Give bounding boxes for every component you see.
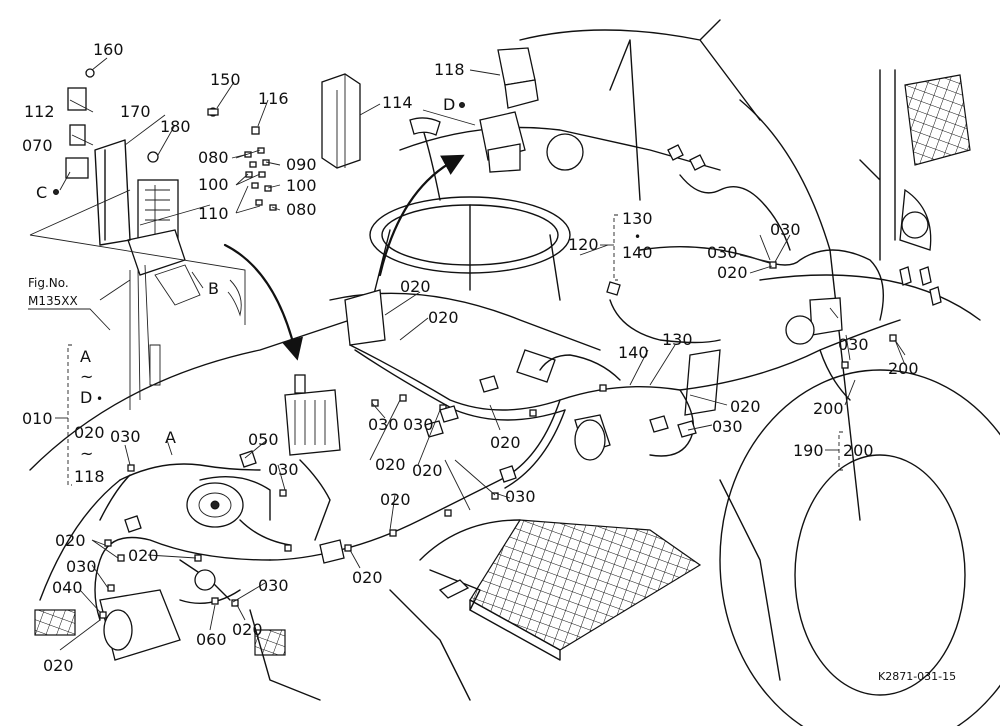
dash-range-dot: •: [634, 230, 641, 244]
callout-020-m2: 020: [428, 308, 459, 327]
callout-200-a: 200: [888, 359, 919, 378]
callout-160: 160: [93, 40, 124, 59]
range-tilde-2: ~: [80, 444, 93, 463]
callout-130-b: 130: [662, 330, 693, 349]
range-bracket-190-200: [825, 431, 843, 471]
callout-030-r3: 030: [712, 417, 743, 436]
callout-130-a: 130: [622, 209, 653, 228]
callout-020-r1: 020: [717, 263, 748, 282]
range-bracket-130-140: [600, 214, 618, 281]
callout-020-m6: 020: [380, 490, 411, 509]
callout-116: 116: [258, 89, 289, 108]
callout-030-l2: 030: [66, 557, 97, 576]
callout-070: 070: [22, 136, 53, 155]
leader-lines: [59, 57, 906, 651]
engine-block: [99, 475, 271, 661]
callout-030-m4: 030: [505, 487, 536, 506]
callout-180: 180: [160, 117, 191, 136]
figure-reference: Fig.No. M135XX: [28, 276, 111, 331]
tractor-body: [29, 19, 1000, 726]
callout-200-b: 200: [813, 399, 844, 418]
range-to: D: [80, 388, 92, 407]
detail-letters: C B D A: [36, 95, 465, 447]
callout-200-c: 200: [843, 441, 874, 460]
callout-100-b: 100: [286, 176, 317, 195]
callout-020-r2: 020: [730, 397, 761, 416]
callout-030-r2: 030: [707, 243, 738, 262]
callout-030-ra: 030: [838, 335, 869, 354]
callout-080-b: 080: [286, 200, 317, 219]
callout-090: 090: [286, 155, 317, 174]
callout-020-m8: 020: [232, 620, 263, 639]
range-dot: •: [96, 392, 103, 406]
relay-bracket-170: [65, 68, 219, 246]
callout-030-r1: 030: [770, 220, 801, 239]
wiring-harness: [94, 174, 901, 621]
callout-170: 170: [120, 102, 151, 121]
callout-010: 010: [22, 409, 53, 428]
callout-112: 112: [24, 102, 55, 121]
callout-080-a: 080: [198, 148, 229, 167]
callout-labels: 160 150 116 114 118 112 170 180 070 080 …: [22, 40, 919, 675]
detail-letter-d: D: [443, 95, 455, 114]
callout-030-l1: 030: [110, 427, 141, 446]
detail-letter-a: A: [165, 428, 176, 447]
range-tilde-1: ~: [80, 367, 93, 386]
range-labels: A ~ D • 020 ~ 118: [74, 347, 105, 486]
callout-020-m5: 020: [412, 461, 443, 480]
figure-ref-line2: M135XX: [28, 294, 78, 308]
drawing-code: K2871-031-15: [878, 670, 956, 683]
callout-030-m3: 030: [268, 460, 299, 479]
callout-020-m3: 020: [490, 433, 521, 452]
callout-140-a: 140: [622, 243, 653, 262]
fuse-box: [127, 73, 361, 276]
callout-020-l3: 020: [43, 656, 74, 675]
callout-190: 190: [793, 441, 824, 460]
callout-020-m4: 020: [375, 455, 406, 474]
fuses-small: [244, 126, 277, 211]
dash-range-130-140: •: [634, 230, 641, 244]
detail-arrows: [223, 154, 465, 361]
range-from: A: [80, 347, 91, 366]
callout-110: 110: [198, 204, 229, 223]
callout-020-m1: 020: [400, 277, 431, 296]
callout-040: 040: [52, 578, 83, 597]
callout-030-l3: 030: [258, 576, 289, 595]
relay-118: [479, 47, 539, 173]
detail-letter-c: C: [36, 183, 47, 202]
range-to-2: 118: [74, 467, 105, 486]
switches: [284, 133, 942, 461]
callout-020-l2: 020: [128, 546, 159, 565]
callout-118-top: 118: [434, 60, 465, 79]
callout-030-m1: 030: [368, 415, 399, 434]
range-bracket: [55, 344, 72, 486]
figure-ref-line1: Fig.No.: [28, 276, 69, 290]
callout-150: 150: [210, 70, 241, 89]
callout-020-l1: 020: [55, 531, 86, 550]
callout-050: 050: [248, 430, 279, 449]
callout-140-b: 140: [618, 343, 649, 362]
detail-letter-b: B: [208, 279, 219, 298]
callout-020-m7: 020: [352, 568, 383, 587]
detail-frame: [29, 189, 246, 410]
callout-060: 060: [196, 630, 227, 649]
callout-120: 120: [568, 235, 599, 254]
callout-114: 114: [382, 93, 413, 112]
range-from-2: 020: [74, 423, 105, 442]
callout-030-m2: 030: [403, 415, 434, 434]
callout-100-a: 100: [198, 175, 229, 194]
